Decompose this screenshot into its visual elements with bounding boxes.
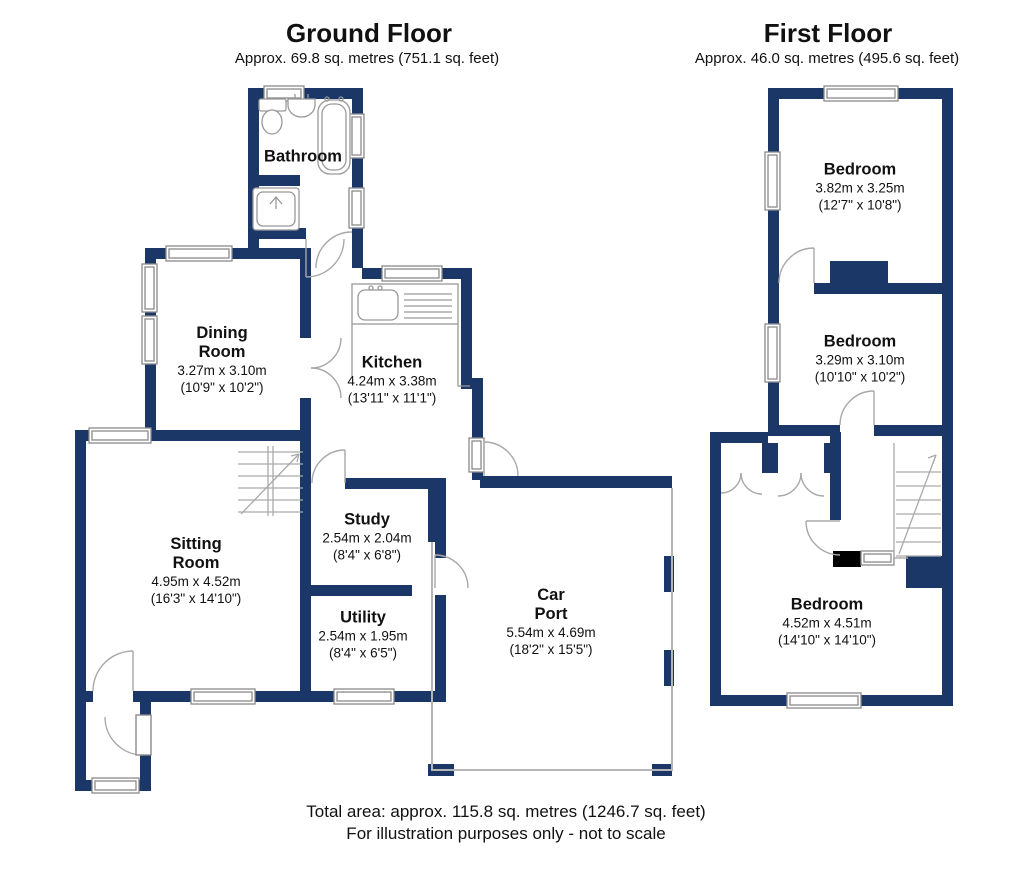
room-dimensions-imperial: (10'9" x 10'2") (180, 380, 264, 395)
room-dimensions-imperial: (14'10" x 14'10") (777, 632, 877, 648)
disclaimer-text: For illustration purposes only - not to … (346, 824, 666, 843)
window-icon (348, 187, 365, 229)
room-name: Room (172, 554, 220, 572)
room-dimensions-imperial: (8'4" x 6'5") (328, 645, 398, 661)
window-icon (348, 113, 365, 159)
room-label-study: Study 2.54m x 2.04m (8'4" x 6'8") (322, 511, 411, 564)
room-dimensions-imperial: (12'7" x 10'8") (818, 197, 902, 213)
door-icon (434, 554, 469, 589)
window-icon (381, 265, 443, 282)
room-dimensions-imperial: (13'11" x 11'1") (347, 390, 437, 406)
door-icon (92, 650, 134, 692)
window-icon (860, 550, 895, 566)
bathtub-icon (317, 96, 351, 175)
closet-door-icon (720, 472, 825, 497)
door-icon (305, 238, 345, 278)
room-dimensions-metric: 3.29m x 3.10m (815, 352, 905, 368)
window-icon (91, 777, 140, 794)
room-label-kitchen: Kitchen 4.24m x 3.38m (13'11" x 11'1") (347, 354, 436, 407)
total-area-text: Total area: approx. 115.8 sq. metres (12… (306, 802, 706, 821)
plan-footer: Total area: approx. 115.8 sq. metres (12… (306, 801, 705, 845)
window-icon (165, 245, 233, 262)
window-icon (764, 151, 781, 211)
room-dimensions-metric: 2.54m x 2.04m (322, 530, 412, 546)
window-icon (823, 85, 899, 102)
ground-floor-windows (88, 85, 485, 794)
room-name: Bathroom (264, 147, 342, 166)
room-dimensions-imperial: (16'3" x 14'10") (150, 591, 242, 606)
door-icon (310, 337, 342, 399)
window-icon (468, 437, 485, 473)
ground-staircase (238, 446, 303, 516)
window-icon (786, 692, 862, 709)
room-name: Bedroom (823, 160, 897, 179)
room-label-bedroom-rear: Bedroom 4.52m x 4.51m (14'10" x 14'10") (778, 596, 876, 649)
room-name: Room (198, 343, 246, 361)
window-icon (88, 427, 152, 444)
window-icon (190, 688, 256, 705)
ground-floor-walls (75, 88, 674, 791)
room-label-utility: Utility 2.54m x 1.95m (8'4" x 6'5") (318, 609, 407, 662)
room-label-bedroom-front: Bedroom 3.82m x 3.25m (12'7" x 10'8") (815, 161, 904, 214)
room-label-bathroom: Bathroom (264, 148, 342, 167)
ground-fixtures (252, 94, 470, 387)
window-icon (141, 315, 158, 365)
room-dimensions-metric: 3.27m x 3.10m (177, 363, 267, 378)
door-icon (311, 449, 346, 484)
door-icon (315, 231, 353, 269)
first-staircase (893, 443, 941, 558)
room-name: Port (534, 605, 568, 623)
door-icon (839, 390, 875, 426)
door-icon (483, 441, 519, 477)
window-icon (333, 688, 395, 705)
ground-floor-plan (75, 85, 674, 794)
door-icon (778, 247, 815, 284)
shower-icon (252, 187, 300, 231)
ground-floor-title: Ground Floor (285, 18, 453, 48)
room-dimensions-metric: 4.24m x 3.38m (347, 373, 437, 389)
first-floor-walls (710, 88, 953, 706)
ground-floor-doors (92, 231, 519, 756)
window-icon (764, 323, 781, 383)
room-name: Sitting (170, 535, 222, 553)
door-icon (104, 714, 152, 756)
room-name: Study (344, 510, 390, 529)
room-dimensions-imperial: (18'2" x 15'5") (509, 642, 593, 657)
first-floor-title: First Floor (763, 18, 893, 48)
room-name: Bedroom (790, 595, 864, 614)
first-floor-doors (720, 247, 908, 559)
window-icon (141, 263, 158, 313)
first-floor-plan (710, 85, 953, 709)
room-name: Bedroom (823, 332, 897, 351)
door-icon (805, 520, 841, 556)
first-floor-windows (764, 85, 899, 709)
room-dimensions-metric: 3.82m x 3.25m (815, 180, 905, 196)
room-name: Car (537, 586, 565, 604)
room-name: Utility (340, 608, 386, 627)
room-dimensions-imperial: (8'4" x 6'8") (332, 547, 402, 563)
room-label-car-port: Car Port 5.54m x 4.69m (18'2" x 15'5") (506, 586, 595, 658)
room-dimensions-metric: 5.54m x 4.69m (506, 625, 596, 640)
room-label-bedroom-middle: Bedroom 3.29m x 3.10m (10'10" x 10'2") (815, 333, 906, 386)
ground-floor-subtitle: Approx. 69.8 sq. metres (751.1 sq. feet) (234, 50, 500, 67)
window-icon (263, 85, 305, 102)
room-dimensions-metric: 4.95m x 4.52m (151, 574, 241, 589)
room-label-dining-room: Dining Room 3.27m x 3.10m (10'9" x 10'2"… (177, 324, 266, 396)
room-dimensions-imperial: (10'10" x 10'2") (814, 369, 906, 385)
kitchen-sink-icon (351, 283, 470, 387)
car-port-outline (431, 488, 673, 771)
room-label-sitting-room: Sitting Room 4.95m x 4.52m (16'3" x 14'1… (151, 535, 242, 607)
room-dimensions-metric: 4.52m x 4.51m (782, 615, 872, 631)
first-floor-subtitle: Approx. 46.0 sq. metres (495.6 sq. feet) (694, 50, 960, 67)
toilet-icon (258, 98, 287, 135)
sink-icon (287, 94, 316, 118)
chimney-breast (833, 551, 861, 567)
room-name: Kitchen (361, 353, 423, 372)
room-dimensions-metric: 2.54m x 1.95m (318, 628, 408, 644)
room-name: Dining (196, 324, 248, 342)
